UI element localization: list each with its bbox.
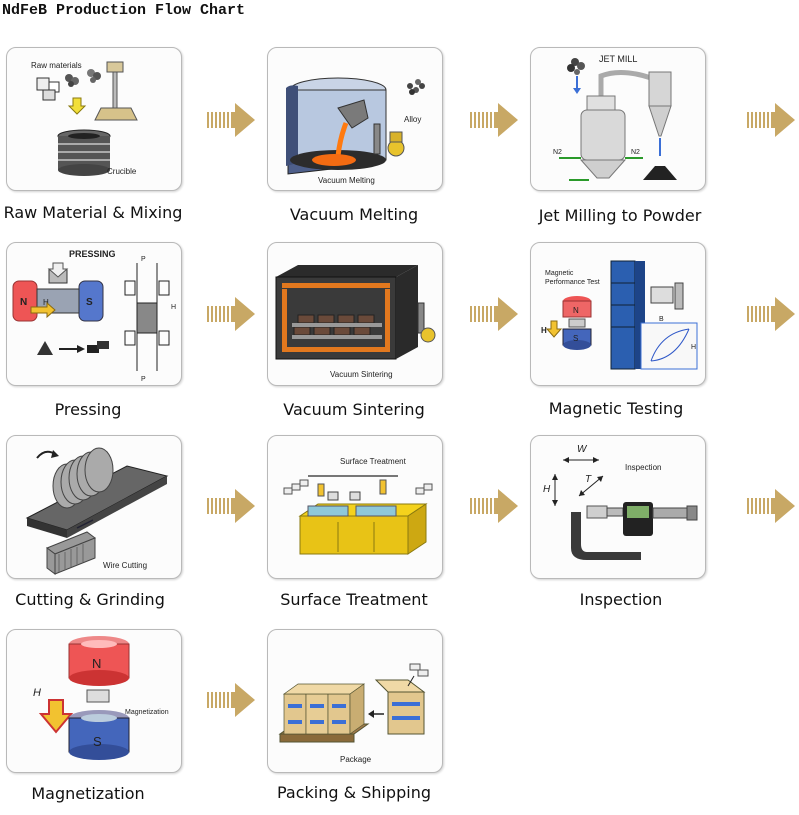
- flow-arrow-icon: [470, 103, 518, 137]
- card-text: Vacuum Sintering: [330, 370, 393, 379]
- flow-arrow-icon: [747, 489, 795, 523]
- step-card-cutting-grinding: Wire Cutting: [6, 435, 182, 579]
- card-text: Package: [340, 755, 372, 764]
- flow-arrow-icon: [747, 103, 795, 137]
- cutting-grinding-illustration: Wire Cutting: [25, 447, 169, 575]
- page-title: NdFeB Production Flow Chart: [2, 2, 246, 19]
- step-card-surface-treatment: Surface Treatment: [267, 435, 443, 579]
- step-card-magnetic-testing: Magnetic Performance Test N S H B H: [530, 242, 706, 386]
- card-text: H: [691, 344, 696, 351]
- step-label-packing-shipping: Packing & Shipping: [277, 783, 431, 802]
- card-text: T: [585, 474, 592, 485]
- card-text: H: [543, 484, 551, 495]
- vacuum-sintering-illustration: Vacuum Sintering: [275, 265, 436, 379]
- flow-arrow-icon: [207, 297, 255, 331]
- card-text: Alloy: [404, 115, 421, 124]
- step-card-magnetization: N H Magnetization S: [6, 629, 182, 773]
- flow-arrow-icon: [470, 297, 518, 331]
- step-card-inspection: W Inspection H T: [530, 435, 706, 579]
- card-text: P: [141, 256, 146, 263]
- step-card-pressing: PRESSING N S H P P H: [6, 242, 182, 386]
- step-card-packing-shipping: Package: [267, 629, 443, 773]
- card-text: B: [659, 316, 664, 323]
- magnetic-testing-illustration: Magnetic Performance Test N S H B H: [541, 260, 698, 370]
- step-card-raw-material-mixing: Raw materials Crucible: [6, 47, 182, 191]
- card-text: Crucible: [107, 167, 137, 176]
- card-text: N2: [553, 149, 562, 156]
- raw-materials-illustration: Raw materials Crucible: [31, 61, 138, 176]
- step-label-magnetization: Magnetization: [31, 784, 145, 803]
- pressing-illustration: PRESSING N S H P P H: [12, 249, 176, 383]
- step-label-pressing: Pressing: [54, 400, 122, 419]
- card-text: P: [141, 376, 146, 383]
- flow-arrow-icon: [207, 683, 255, 717]
- card-text: N: [92, 656, 101, 671]
- card-text: Performance Test: [545, 279, 600, 286]
- step-label-inspection: Inspection: [579, 590, 663, 609]
- surface-treatment-illustration: Surface Treatment: [283, 457, 433, 555]
- card-text: S: [86, 297, 93, 308]
- card-text: JET MILL: [599, 54, 637, 64]
- card-text: Magnetic: [545, 270, 574, 277]
- card-text: S: [93, 734, 102, 749]
- card-text: N: [20, 297, 27, 308]
- inspection-illustration: W Inspection H T: [543, 444, 698, 560]
- flow-arrow-icon: [747, 297, 795, 331]
- card-text: H: [33, 687, 41, 699]
- magnetization-illustration: N H Magnetization S: [33, 636, 169, 760]
- card-text: W: [577, 444, 588, 455]
- vacuum-melting-illustration: Alloy Vacuum Melting: [286, 77, 425, 185]
- step-card-vacuum-sintering: Vacuum Sintering: [267, 242, 443, 386]
- flow-arrow-icon: [207, 489, 255, 523]
- step-label-vacuum-sintering: Vacuum Sintering: [283, 400, 425, 419]
- card-text: S: [573, 334, 578, 343]
- step-label-surface-treatment: Surface Treatment: [280, 590, 428, 609]
- step-label-magnetic-testing: Magnetic Testing: [548, 399, 684, 418]
- step-card-jet-milling: JET MILL N2 N2: [530, 47, 706, 191]
- card-text: Inspection: [625, 463, 661, 472]
- card-text: Vacuum Melting: [318, 176, 375, 185]
- card-text: H: [541, 326, 547, 335]
- packing-illustration: Package: [278, 663, 429, 764]
- jet-mill-illustration: JET MILL N2 N2: [553, 54, 677, 181]
- card-text: H: [171, 304, 176, 311]
- card-text: Wire Cutting: [103, 561, 147, 570]
- step-label-raw-material-mixing: Raw Material & Mixing: [3, 203, 183, 222]
- flow-arrow-icon: [470, 489, 518, 523]
- step-label-jet-milling: Jet Milling to Powder: [538, 206, 702, 225]
- step-card-vacuum-melting: Alloy Vacuum Melting: [267, 47, 443, 191]
- card-text: Raw materials: [31, 61, 82, 70]
- card-text: H: [43, 298, 49, 307]
- card-text: Surface Treatment: [340, 457, 407, 466]
- card-text: PRESSING: [69, 249, 116, 259]
- card-text: N2: [631, 149, 640, 156]
- step-label-cutting-grinding: Cutting & Grinding: [15, 590, 165, 609]
- card-text: Magnetization: [125, 709, 169, 716]
- step-label-vacuum-melting: Vacuum Melting: [289, 205, 419, 224]
- card-text: N: [573, 306, 579, 315]
- flow-arrow-icon: [207, 103, 255, 137]
